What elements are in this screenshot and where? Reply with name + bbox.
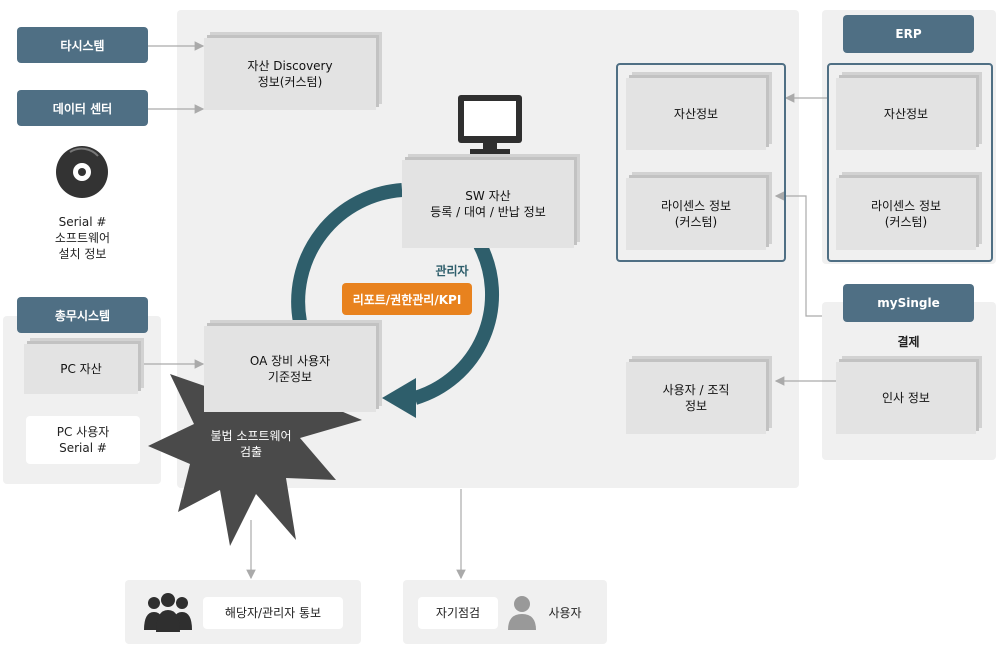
arrow-mysingle-license: [774, 191, 822, 317]
other-system-button[interactable]: 타시스템: [17, 27, 148, 63]
serial-install-info: Serial # 소프트웨어 설치 정보: [54, 215, 111, 261]
user-icon: [508, 596, 536, 630]
people-group-icon: [144, 593, 192, 632]
illegal-software-label: 불법 소프트웨어 검출: [210, 429, 292, 459]
notify-box: 해당자/관리자 통보: [203, 597, 343, 629]
user-org-doc: 사용자 / 조직 정보: [626, 356, 772, 434]
erp-asset-info-doc: 자산정보: [836, 72, 982, 150]
mysingle-button[interactable]: mySingle: [843, 284, 974, 322]
license-info-doc: 라이센스 정보 (커스텀): [626, 172, 772, 250]
asset-info-doc: 자산정보: [626, 72, 772, 150]
user-label: 사용자: [548, 606, 582, 620]
computer-monitor-icon: [458, 95, 522, 155]
hr-info-doc: 인사 정보: [836, 356, 982, 434]
report-kpi-button[interactable]: 리포트/권한관리/KPI: [342, 283, 472, 315]
erp-frame: [827, 63, 993, 262]
general-affairs-button[interactable]: 총무시스템: [17, 297, 148, 333]
discovery-info-doc: 자산 Discovery 정보(커스텀): [204, 32, 382, 110]
asset-license-frame: [616, 63, 786, 262]
cycle-arc-right: [412, 241, 500, 405]
self-check-box: 자기점검: [418, 597, 498, 629]
data-center-button[interactable]: 데이터 센터: [17, 90, 148, 126]
admin-label: 관리자: [435, 264, 469, 278]
erp-button[interactable]: ERP: [843, 15, 974, 53]
software-disc-icon: [56, 146, 108, 198]
cycle-arc-left: [291, 183, 403, 324]
approval-label: 결제: [897, 335, 920, 349]
oa-user-doc: OA 장비 사용자 기준정보: [204, 320, 382, 412]
cycle-arrowhead: [382, 378, 416, 418]
sw-asset-doc: SW 자산 등록 / 대여 / 반납 정보: [402, 154, 580, 248]
pc-asset-doc: PC 자산: [24, 338, 144, 394]
illegal-software-burst: [148, 328, 362, 546]
pc-user-serial: PC 사용자 Serial #: [26, 416, 140, 464]
erp-license-info-doc: 라이센스 정보 (커스텀): [836, 172, 982, 250]
